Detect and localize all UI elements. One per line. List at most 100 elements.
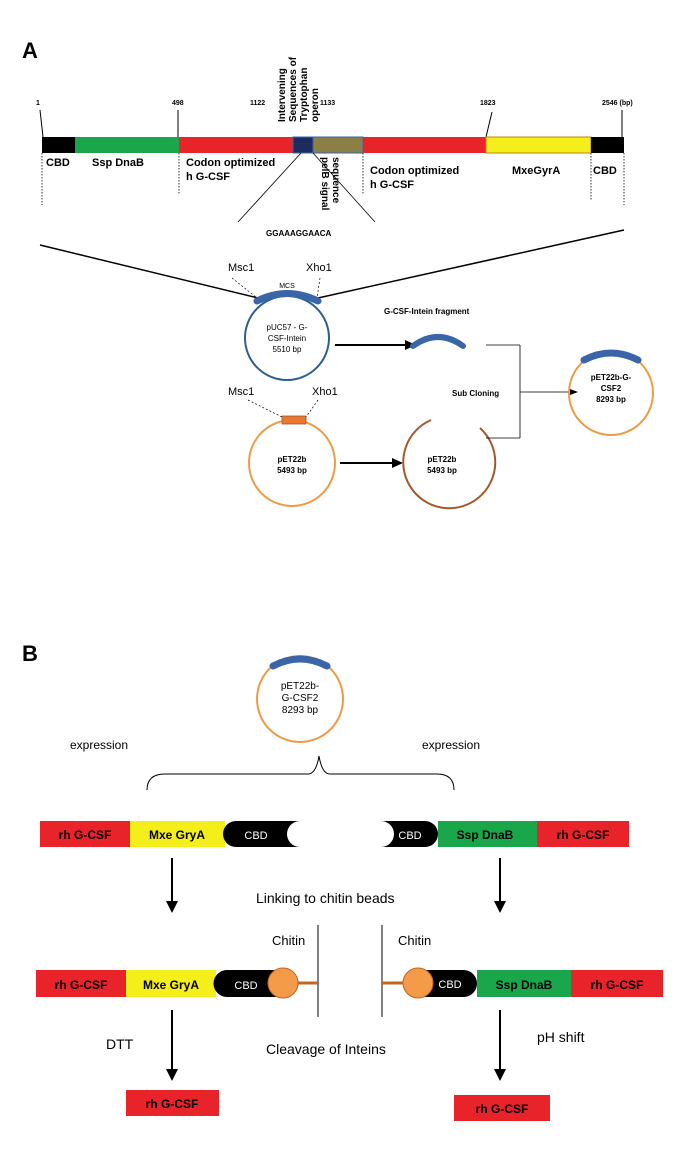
puc57-name-3: 5510 bp (273, 345, 302, 354)
sequence-zoom-lines (237, 152, 376, 223)
cleavage-label: Cleavage of Inteins (266, 1041, 386, 1057)
segment-pelb (312, 136, 364, 154)
svg-text:Mxe GryA: Mxe GryA (149, 828, 205, 842)
puc57-xho1: Xho1 (306, 262, 332, 274)
final-plasmid-ring (568, 350, 654, 436)
pet22b-cut-name-1: pET22b (428, 455, 457, 464)
right-chitin-bead (402, 967, 434, 999)
final-name-2: CSF2 (601, 384, 622, 393)
right-bound-ssp (477, 970, 571, 997)
panel-b-plasmid-name-3: 8293 bp (282, 705, 319, 716)
puc57-insert-arc (253, 290, 322, 305)
pet22b-xho1: Xho1 (312, 386, 338, 398)
position-1122: 1122 (250, 100, 265, 107)
expression-brace (146, 755, 455, 791)
expression-left: expression (70, 738, 128, 752)
right-construct-ssp (438, 821, 537, 847)
intervening-sequences-label: Intervening Sequences of Tryptophan oper… (277, 56, 321, 122)
position-1823: 1823 (480, 100, 496, 107)
svg-text:rh G-CSF: rh G-CSF (557, 828, 610, 842)
svg-text:Sequences of: Sequences of (288, 56, 299, 122)
intervening-sequence: GGAAAGGAACA (266, 229, 332, 238)
g-csf-intein-fragment (410, 334, 466, 349)
arrow-right-linking-head (494, 901, 506, 913)
right-bound-g-csf (571, 970, 663, 997)
right-construct-cbd (381, 821, 438, 847)
puc57-plasmid: Msc1 Xho1 MCS pUC57 - G- CSF-Intein 5510… (228, 262, 332, 381)
label-codon-2-line2: h G-CSF (370, 179, 414, 191)
svg-text:Ssp DnaB: Ssp DnaB (457, 828, 514, 842)
puc57-mcs: MCS (279, 283, 295, 290)
final-name-1: pET22b-G- (591, 373, 632, 382)
arrow-dtt-head (166, 1069, 178, 1081)
label-cbd-right: CBD (593, 165, 617, 177)
label-codon-2-line1: Codon optimized (370, 165, 459, 177)
segment-codon-optimized-1 (179, 137, 293, 153)
pet22b-mcs-box (281, 415, 307, 425)
puc57-msc1: Msc1 (228, 262, 254, 274)
position-498: 498 (172, 100, 184, 107)
segment-mxegyra (485, 136, 592, 154)
left-construct: rh G-CSF Mxe GryA CBD (40, 821, 300, 847)
segment-ssp-dnab (75, 137, 179, 153)
svg-text:CBD: CBD (398, 830, 421, 842)
svg-text:CBD: CBD (244, 830, 267, 842)
left-bound-g-csf (36, 970, 126, 997)
ph-shift-label: pH shift (537, 1029, 585, 1045)
fragment-label: G-CSF-Intein fragment (384, 307, 470, 316)
position-2546: 2546 (bp) (602, 100, 633, 107)
segment-dotted-guides (41, 153, 625, 205)
pet22b-cut-plasmid: pET22b 5493 bp (402, 419, 497, 510)
linking-label: Linking to chitin beads (256, 890, 395, 906)
panel-b-plasmid-name-2: G-CSF2 (282, 693, 319, 704)
svg-text:rh G-CSF: rh G-CSF (55, 978, 108, 992)
segment-cbd-right (591, 137, 624, 153)
svg-text:Intervening: Intervening (277, 68, 288, 122)
panel-b-plasmid: pET22b- G-CSF2 8293 bp (256, 655, 344, 743)
pet22b-name-2: 5493 bp (277, 466, 307, 475)
right-construct-g-csf (537, 821, 629, 847)
final-plasmid: pET22b-G- CSF2 8293 bp (568, 349, 654, 436)
left-bound-construct: rh G-CSF Mxe GryA CBD (36, 967, 318, 999)
svg-text:operon: operon (310, 88, 321, 122)
svg-text:Ssp DnaB: Ssp DnaB (496, 978, 553, 992)
svg-text:pelB signal: pelB signal (319, 157, 330, 211)
svg-text:CBD: CBD (438, 979, 461, 991)
arrow-left-linking-head (166, 901, 178, 913)
dtt-label: DTT (106, 1036, 134, 1052)
segment-codon-optimized-2 (363, 137, 486, 153)
label-mxegyra: MxeGyrA (512, 165, 560, 177)
pet22b-plasmid: Msc1 Xho1 pET22b 5493 bp (228, 386, 338, 507)
right-construct: CBD Ssp DnaB rh G-CSF (381, 821, 629, 847)
pet22b-cut-name-2: 5493 bp (427, 466, 457, 475)
label-pelb: pelB signal sequence (319, 157, 341, 211)
svg-text:rh G-CSF: rh G-CSF (59, 828, 112, 842)
puc57-name-2: CSF-Intein (268, 334, 306, 343)
left-construct-cbd (223, 821, 300, 847)
segment-cbd-left (42, 137, 75, 153)
product-left (126, 1090, 219, 1116)
chitin-left-label: Chitin (272, 933, 305, 948)
label-ssp-dnab: Ssp DnaB (92, 157, 144, 169)
subcloning-bracket (486, 344, 572, 439)
label-codon-1-line2: h G-CSF (186, 171, 230, 183)
right-bound-construct: CBD Ssp DnaB rh G-CSF (382, 967, 663, 999)
svg-text:Tryptophan: Tryptophan (299, 68, 310, 122)
left-construct-g-csf (40, 821, 130, 847)
pet22b-msc1: Msc1 (228, 386, 254, 398)
left-bound-mxe (126, 970, 216, 997)
panel-b-plasmid-insert (269, 655, 331, 670)
arrow-to-cut-plasmid-head (392, 458, 403, 468)
product-left-label: rh G-CSF (146, 1097, 199, 1111)
position-1133: 1133 (320, 100, 335, 107)
left-chitin-bead (267, 967, 299, 999)
subcloning-label: Sub Cloning (452, 389, 499, 398)
pet22b-name-1: pET22b (278, 455, 307, 464)
svg-text:CBD: CBD (234, 980, 257, 992)
label-codon-1-line1: Codon optimized (186, 157, 275, 169)
panel-a-label: A (22, 38, 38, 63)
position-ticks (39, 109, 623, 138)
construct-bar (42, 136, 624, 154)
product-right (454, 1095, 550, 1121)
panel-b-label: B (22, 641, 38, 666)
